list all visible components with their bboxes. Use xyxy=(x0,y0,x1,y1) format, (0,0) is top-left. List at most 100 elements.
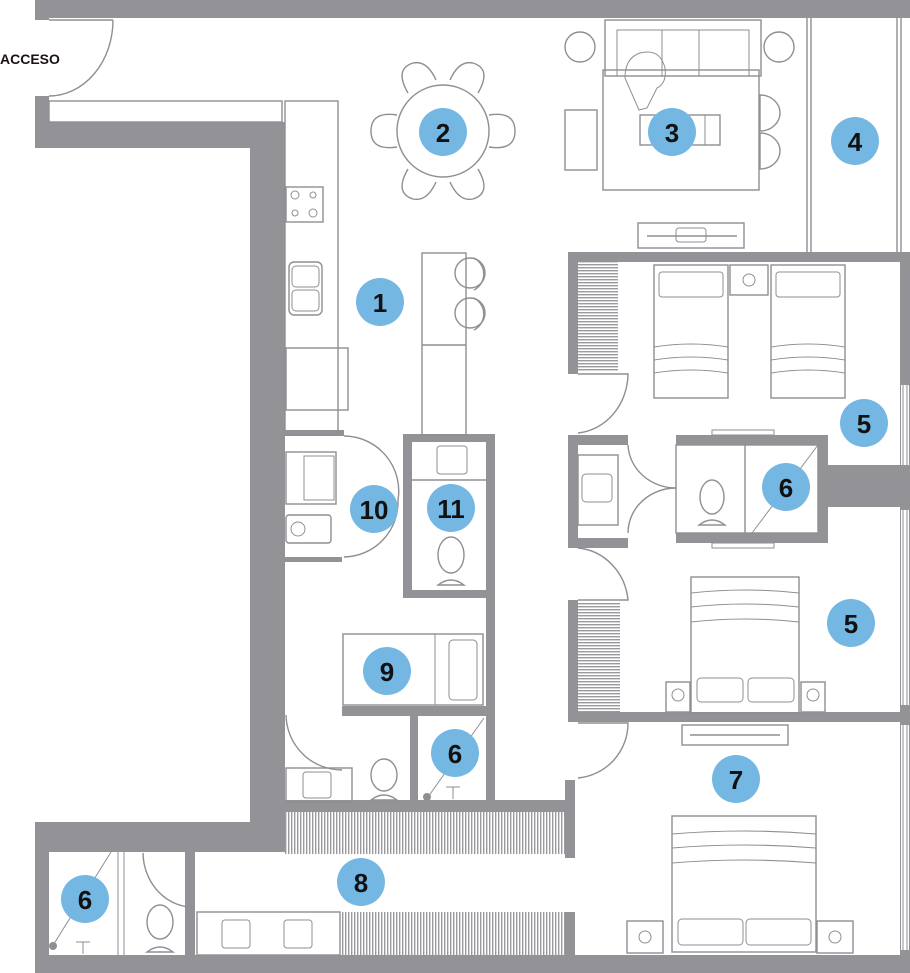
single-bed-icon xyxy=(342,633,484,706)
double-bed-icon xyxy=(665,576,826,746)
entry-shelf xyxy=(48,100,283,123)
closet-hall-upper xyxy=(285,812,565,854)
svg-text:9: 9 xyxy=(380,657,394,687)
armchair-icon xyxy=(759,94,781,132)
toilet-icon xyxy=(146,904,174,940)
wall-bottom xyxy=(35,955,910,973)
bedroom-doors[interactable] xyxy=(577,373,629,779)
kitchen-sink-icon xyxy=(288,261,323,316)
room-marker-6-center[interactable]: 6 xyxy=(762,463,810,511)
tv-unit-icon xyxy=(681,724,789,746)
wall-left-vertical xyxy=(250,122,285,852)
wall-hallway-top xyxy=(282,800,572,812)
room-marker-1[interactable]: 1 xyxy=(356,278,404,326)
vanity xyxy=(285,767,353,803)
vanity xyxy=(577,454,619,526)
wall-bathroom-left xyxy=(568,435,578,547)
svg-text:5: 5 xyxy=(844,609,858,639)
person-icon xyxy=(624,51,666,111)
wall-halfbath-bottom xyxy=(403,590,495,598)
windows xyxy=(806,18,909,950)
wall-lower-left xyxy=(35,822,285,852)
sink-icon xyxy=(283,919,313,949)
window-master xyxy=(901,725,909,950)
room-marker-7[interactable]: 7 xyxy=(712,755,760,803)
svg-text:7: 7 xyxy=(729,765,743,795)
room-marker-5-twin[interactable]: 5 xyxy=(840,399,888,447)
wall-bath6-bottom xyxy=(676,533,828,543)
armchair-icon xyxy=(759,132,781,170)
kitchen-fixtures xyxy=(48,100,486,436)
room-marker-3[interactable]: 3 xyxy=(648,108,696,156)
closet-hall-lower xyxy=(340,912,565,955)
svg-text:10: 10 xyxy=(360,495,389,525)
console-icon xyxy=(564,109,598,171)
room-marker-6-service[interactable]: 6 xyxy=(431,729,479,777)
closet-bedroom1 xyxy=(578,262,618,372)
wall-bedroom1-left xyxy=(568,252,578,374)
toilet-icon xyxy=(699,479,725,515)
wall-far-left xyxy=(35,822,49,973)
side-table-icon xyxy=(564,31,596,63)
wall-bath6-extension xyxy=(818,465,910,507)
wall-laundry-top xyxy=(282,430,344,436)
wall-service-right xyxy=(486,590,495,805)
room-marker-9[interactable]: 9 xyxy=(363,647,411,695)
sink-icon xyxy=(302,771,332,799)
twin-beds-icon xyxy=(653,264,846,399)
sink-icon xyxy=(581,473,613,503)
washer-icon xyxy=(285,451,337,505)
room-marker-5-double[interactable]: 5 xyxy=(827,599,875,647)
closets xyxy=(285,262,620,955)
nightstand-icon xyxy=(816,920,854,954)
wall-master-left-stub xyxy=(565,780,575,810)
wall-entrance-top xyxy=(35,0,49,20)
closet-bedroom2 xyxy=(578,602,620,712)
room-marker-2[interactable]: 2 xyxy=(419,108,467,156)
sink-icon xyxy=(436,445,468,475)
nightstand-icon xyxy=(665,681,691,713)
shower-drain-icon xyxy=(423,793,431,801)
rug xyxy=(602,69,760,191)
tv-unit-icon xyxy=(637,222,745,249)
wall-halfbath-top xyxy=(403,434,495,442)
shower-drain-icon xyxy=(49,942,57,950)
svg-text:5: 5 xyxy=(857,409,871,439)
wall-halfbath-right xyxy=(486,434,495,598)
nightstand-icon xyxy=(800,681,826,713)
wall-bedroom2-bottom xyxy=(568,712,910,722)
wall-sink-bottom xyxy=(568,538,628,548)
refrigerator-icon xyxy=(285,347,349,411)
room-marker-6-master[interactable]: 6 xyxy=(61,875,109,923)
laundry-fixtures xyxy=(285,435,400,558)
wall-service-bath-divider xyxy=(410,706,418,806)
kitchen-counter xyxy=(284,100,339,436)
toilet-icon xyxy=(370,758,398,792)
wall-top xyxy=(35,0,910,18)
svg-text:6: 6 xyxy=(779,473,793,503)
room-marker-10[interactable]: 10 xyxy=(350,485,398,533)
half-bath-fixtures xyxy=(412,445,486,586)
room-marker-11[interactable]: 11 xyxy=(427,484,475,532)
wall-bedroom-top xyxy=(568,252,910,262)
wall-halfbath-left xyxy=(403,434,412,598)
room-marker-4[interactable]: 4 xyxy=(831,117,879,165)
wall-bath6-top xyxy=(676,435,828,445)
entrance-door[interactable] xyxy=(48,19,114,97)
dining-table-icon xyxy=(370,61,516,201)
room-marker-8[interactable]: 8 xyxy=(337,858,385,906)
laundry-sink-icon xyxy=(285,514,332,544)
wall-kitchen-back-horizontal xyxy=(35,122,285,148)
svg-text:8: 8 xyxy=(354,868,368,898)
svg-text:6: 6 xyxy=(78,885,92,915)
side-table-icon xyxy=(763,31,795,63)
window-bedroom2 xyxy=(901,510,909,705)
sink-icon xyxy=(221,919,251,949)
bar-stool-icon xyxy=(454,257,486,331)
master-bed-icon xyxy=(626,815,854,954)
entrance-label: ACCESO xyxy=(0,51,60,67)
master-bath-fixtures xyxy=(49,851,341,956)
shower-head-icon xyxy=(446,786,460,799)
svg-text:4: 4 xyxy=(848,127,863,157)
